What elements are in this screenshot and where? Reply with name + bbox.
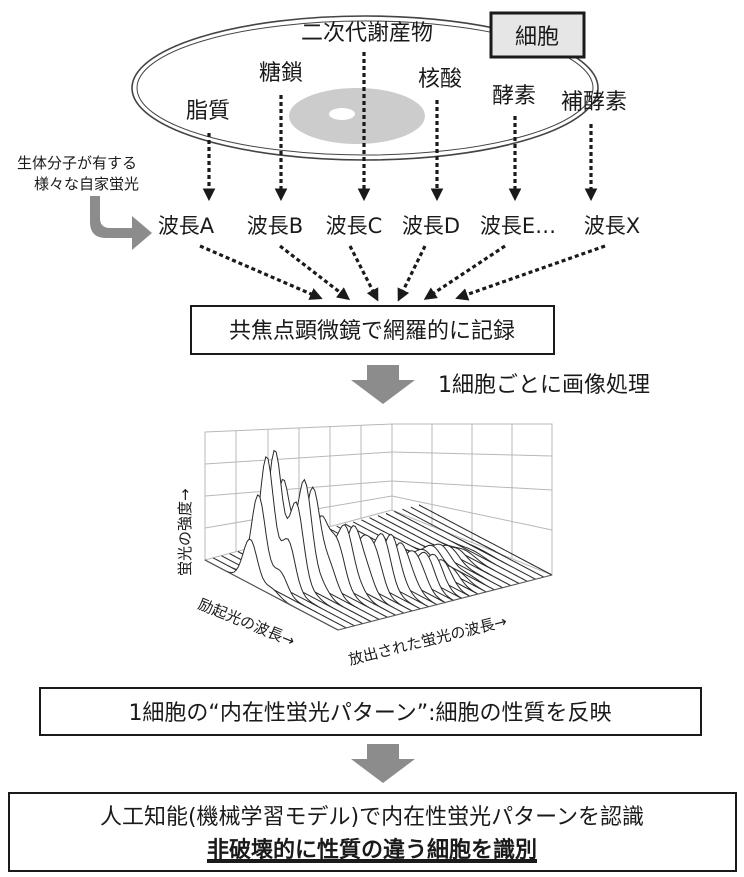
molecule-secondary-metabolite: 二次代謝産物 bbox=[301, 21, 433, 46]
process-label: 1細胞ごとに画像処理 bbox=[438, 373, 650, 398]
cell-membrane-inner bbox=[136, 20, 594, 156]
cell-nucleus bbox=[289, 88, 425, 144]
fluorescence-3d-plot bbox=[204, 423, 553, 631]
gray-down-arrow-2 bbox=[351, 744, 415, 783]
molecule-glycan: 糖鎖 bbox=[259, 61, 303, 86]
autofluor-note-line2: 様々な自家蛍光 bbox=[34, 175, 139, 193]
wavelength-b: 波長B bbox=[247, 214, 303, 238]
molecule-lipid: 脂質 bbox=[186, 99, 230, 124]
final-box-line2: 非破壊的に性質の違う細胞を識別 bbox=[207, 837, 537, 863]
autofluor-note-line1: 生体分子が有する bbox=[17, 154, 137, 172]
final-box bbox=[8, 792, 737, 872]
x-axis-label: 励起光の波長→ bbox=[196, 595, 298, 650]
fluorescence-surface bbox=[204, 449, 553, 631]
curved-gray-arrow bbox=[90, 196, 152, 250]
molecule-enzyme: 酵素 bbox=[492, 84, 536, 109]
record-box-text: 共焦点顕微鏡で網羅的に記録 bbox=[229, 319, 515, 344]
wavelength-x: 波長X bbox=[584, 214, 640, 238]
wavelength-d: 波長D bbox=[402, 214, 460, 238]
plot-floor-edge-left bbox=[204, 559, 339, 631]
record-box bbox=[190, 305, 555, 355]
z-axis-label: 蛍光の強度→ bbox=[176, 488, 194, 576]
converging-arrows bbox=[199, 244, 606, 302]
molecule-coenzyme: 補酵素 bbox=[561, 90, 627, 115]
final-box-line1: 人工知能(機械学習モデル)で内在性蛍光パターンを認識 bbox=[100, 805, 644, 830]
plot-floor-edge-front bbox=[337, 574, 553, 631]
wavelength-a: 波長A bbox=[158, 214, 215, 238]
surface-slice bbox=[394, 510, 528, 582]
pattern-box-text: 1細胞の“内在性蛍光パターン”:細胞の性質を反映 bbox=[128, 701, 611, 726]
y-axis-label: 放出された蛍光の波長→ bbox=[347, 612, 509, 669]
surface-slice bbox=[410, 506, 545, 578]
nucleolus bbox=[329, 108, 355, 120]
surface-slice bbox=[212, 494, 347, 629]
wavelength-c: 波長C bbox=[326, 214, 383, 238]
cell-title-box bbox=[489, 11, 586, 59]
molecule-arrows bbox=[202, 52, 598, 202]
pattern-box bbox=[39, 687, 702, 736]
surface-slice bbox=[418, 504, 553, 576]
surface-slice bbox=[402, 508, 536, 580]
molecule-nucleic-acid: 核酸 bbox=[418, 67, 462, 92]
wavelength-e: 波長E… bbox=[480, 214, 556, 238]
gray-down-arrow-1 bbox=[351, 365, 415, 404]
cell-title: 細胞 bbox=[515, 25, 559, 50]
